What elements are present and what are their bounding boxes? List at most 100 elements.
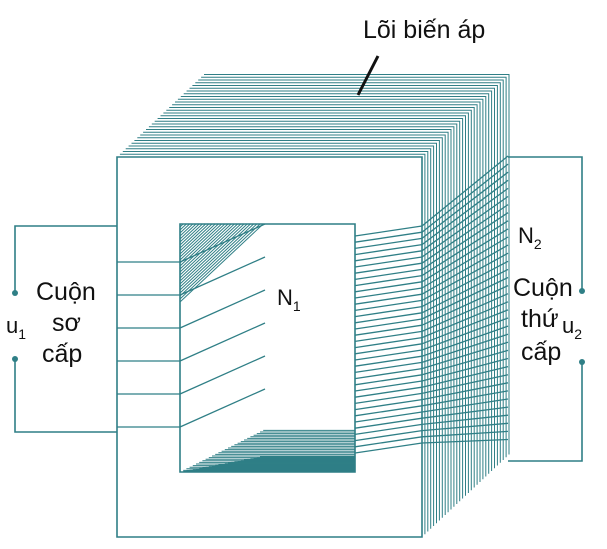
secondary-turn-slant [421, 365, 509, 388]
secondary-turn-slant [421, 390, 509, 407]
secondary-turn [354, 386, 423, 398]
window-depth-line [179, 223, 229, 270]
secondary-turn-slant [421, 333, 509, 364]
lamination-edge [134, 140, 440, 521]
lamination-edge [198, 79, 504, 460]
secondary-label-line2: thứ [521, 305, 559, 333]
lamination-edge [151, 123, 458, 504]
secondary-turn [354, 312, 423, 324]
lamination-edge [137, 137, 443, 518]
secondary-turn-slant [421, 301, 509, 339]
secondary-turn [354, 349, 423, 361]
primary-label-line1: Cuộn [36, 278, 96, 306]
secondary-turn-slant [421, 325, 509, 357]
secondary-turn [354, 281, 423, 293]
window-depth-line [179, 223, 261, 300]
secondary-turn [354, 405, 423, 417]
u2-terminal-bottom [579, 359, 585, 365]
secondary-turn-slant [421, 228, 509, 283]
secondary-turn-slant [421, 285, 509, 326]
lamination-edge [192, 85, 498, 466]
u1-terminal-top [12, 290, 18, 296]
lamination-edge [157, 118, 464, 499]
secondary-turn-slant [421, 430, 509, 438]
secondary-turn [354, 287, 423, 299]
secondary-turn [354, 429, 423, 442]
secondary-turn [354, 343, 423, 355]
primary-turn-slant [179, 256, 266, 296]
window-depth-line [179, 223, 219, 261]
secondary-turn-slant [421, 268, 509, 314]
window-depth-line [179, 223, 190, 234]
lamination-edge [180, 96, 487, 477]
n1-label: N1 [277, 285, 301, 314]
lamination-edge [175, 101, 481, 482]
window-depth-line [179, 223, 254, 294]
secondary-turn [354, 274, 423, 287]
lamination-edge [154, 120, 461, 502]
core-label-leader [356, 55, 380, 96]
window-depth-line [179, 223, 213, 255]
window-depth-line [179, 223, 197, 240]
window-depth-line [179, 223, 251, 291]
window-depth-line [179, 223, 200, 243]
secondary-turn [354, 355, 423, 367]
secondary-turn [354, 398, 423, 411]
secondary-coil [354, 155, 509, 454]
secondary-turn [354, 423, 423, 436]
secondary-turn-slant [421, 212, 509, 270]
secondary-turn-slant [421, 163, 509, 233]
secondary-turn [354, 330, 423, 343]
n2-label: N2 [518, 223, 542, 252]
secondary-turn-slant [421, 171, 509, 239]
window-depth-line [179, 223, 242, 282]
primary-turn-slant [179, 289, 266, 329]
u1-label: u1 [6, 313, 26, 342]
core-label: Lõi biến áp [363, 16, 485, 44]
secondary-label-line1: Cuộn [513, 274, 573, 302]
primary-turn-slant [179, 355, 266, 395]
secondary-turn [354, 243, 423, 256]
primary-circuit-wires [14, 225, 117, 433]
window-depth-line [179, 223, 194, 237]
lamination-edge [119, 153, 426, 535]
lamination-edge [125, 148, 432, 529]
u2-label: u2 [562, 313, 582, 342]
window-depth-line [179, 223, 187, 231]
lamination-edge [201, 76, 507, 458]
secondary-turn-slant [421, 349, 509, 376]
secondary-turn-slant [421, 374, 509, 395]
lamination-edge [166, 109, 472, 491]
secondary-turn-slant [421, 317, 509, 351]
secondary-turn-slant [421, 220, 509, 277]
lamination-edge [195, 82, 501, 463]
secondary-turn [354, 262, 423, 274]
lamination-edge [183, 93, 490, 474]
secondary-turn [354, 417, 423, 429]
secondary-turn [354, 374, 423, 386]
primary-label-line2: sơ [52, 309, 81, 337]
lamination-edge [186, 90, 493, 471]
secondary-turn-slant [421, 398, 509, 413]
window-depth-line [179, 223, 206, 249]
secondary-turn [354, 436, 423, 448]
window-inner-laminations [179, 223, 355, 472]
window-depth-line [179, 223, 238, 279]
u2-terminal-top [579, 288, 585, 294]
secondary-turn [354, 250, 423, 262]
secondary-turn [354, 268, 423, 281]
primary-coil [117, 223, 266, 428]
secondary-turn [354, 293, 423, 305]
window-depth-line [179, 223, 245, 285]
secondary-turn [354, 324, 423, 336]
secondary-turn [354, 299, 423, 312]
u1-terminal-bottom [12, 356, 18, 362]
primary-turn-slant [179, 223, 266, 263]
secondary-turn [354, 305, 423, 318]
secondary-turn-slant [421, 204, 509, 264]
window-depth-line [179, 223, 210, 252]
secondary-turn-slant [421, 260, 509, 308]
lamination-edge [204, 74, 510, 455]
lamination-edge [177, 98, 484, 480]
